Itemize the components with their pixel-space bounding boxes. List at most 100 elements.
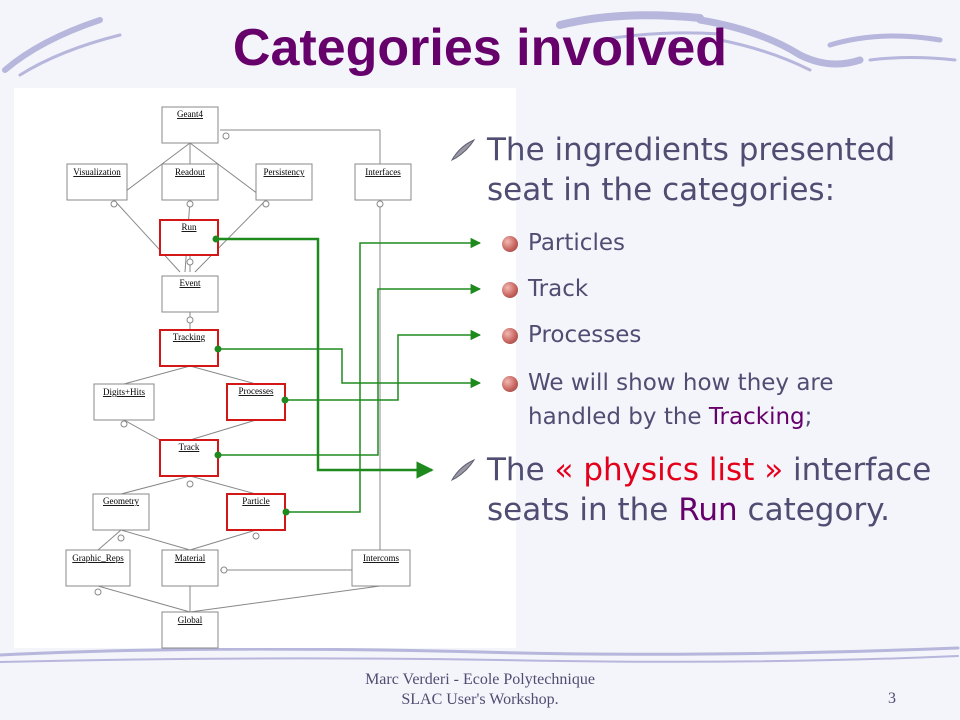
category-label-geometry: Geometry [103,496,139,506]
slide-number: 3 [888,690,896,707]
connector-node [220,566,228,574]
category-label-graphic-reps: Graphic_Reps [72,553,124,563]
connector-dot [281,396,289,404]
highlight-run: Run [678,492,738,528]
category-box-visualization [66,163,128,201]
sub-bullet-text: We will show how they are handled by the… [528,370,834,430]
category-box-run [159,219,219,256]
dependency-line [194,199,267,273]
sub-bullet-tracking: We will show how they are handled by the… [502,366,922,434]
decor-swoosh [556,11,704,29]
bullet-ingredients: The ingredients presented seat in the ca… [450,130,940,210]
dependency-line [189,365,257,385]
sub-bullet-particles: Particles [502,226,922,260]
category-label-material: Material [175,553,206,563]
category-label-interfaces: Interfaces [365,167,401,177]
category-label-processes: Processes [239,386,274,396]
decor-swoosh [827,33,943,48]
connector-node [186,316,194,324]
sub-bullet-text: Particles [528,230,625,256]
sphere-bullet-icon [502,376,518,392]
category-box-global [161,611,219,649]
sub-bullet-text: Processes [528,322,642,348]
slide-title: Categories involved [232,19,728,77]
category-label-geant4: Geant4 [177,109,203,119]
sphere-bullet-icon [502,328,518,344]
dependency-line [189,585,381,613]
category-label-intercoms: Intercoms [363,553,399,563]
quill-bullet-icon [450,138,476,162]
connector-processes-to-processes [285,329,482,401]
category-box-digits-hits [93,383,155,421]
decor-swoosh [0,646,960,657]
highlight-physics-list: « physics list » [554,452,784,488]
connector-node [376,200,384,208]
bullet-text: The « physics list » interface seats in … [487,452,932,528]
category-box-persistency [255,163,313,201]
connector-node [94,588,102,596]
connector-particle-to-particles [286,237,482,513]
dependency-line [97,585,191,613]
decor-swoosh [2,17,103,73]
dependency-line [120,529,191,551]
category-label-particle: Particle [242,496,270,506]
dependency-line [189,419,257,441]
highlight-tracking: Tracking [708,404,805,430]
connector-dot [214,451,222,459]
category-label-readout: Readout [175,167,205,177]
sub-bullet-text: Track [528,276,589,302]
decor-swoosh [598,31,722,42]
connector-node [110,200,118,208]
connector-node [262,200,270,208]
category-label-digits-hits: Digits+Hits [103,387,146,397]
bullet-physics-list: The « physics list » interface seats in … [450,450,940,530]
category-label-visualization: Visualization [73,167,121,177]
decor-swoosh [0,655,959,663]
dependency-line [97,529,122,551]
connector-run-to-physics-list [216,237,434,479]
bullet-text: The ingredients presented seat in the ca… [487,132,896,208]
sub-bullet-processes: Processes [502,318,922,352]
category-box-geant4 [161,106,219,144]
connector-node [222,132,230,140]
connector-node [186,480,194,488]
category-box-tracking [159,329,219,367]
category-box-readout [161,163,219,201]
category-box-track [159,439,219,477]
category-label-global: Global [178,615,203,625]
connector-node [186,200,194,208]
connector-track-to-track [218,283,482,456]
decor-swoosh [18,33,122,77]
connector-node [186,258,194,266]
dependency-line [189,142,267,201]
dependency-line [123,419,161,441]
footer-event: SLAC User's Workshop. [401,691,559,708]
connector-dot [282,508,290,516]
sub-bullet-track: Track [502,272,922,306]
category-box-geometry [92,493,150,531]
footer-author: Marc Verderi - Ecole Polytechnique [365,671,595,688]
category-box-intercoms [351,549,411,587]
decor-swoosh [868,56,957,62]
connector-node [117,534,125,542]
category-label-event: Event [180,278,201,288]
dependency-line [189,529,257,551]
category-box-graphic-reps [65,549,131,587]
category-label-run: Run [181,222,197,232]
sphere-bullet-icon [502,236,518,252]
dependency-line [120,475,191,495]
category-box-material [161,549,219,587]
decor-swoosh [696,16,864,68]
connector-node [252,532,260,540]
category-label-track: Track [179,442,200,452]
connector-dot [212,235,220,243]
connector-node [120,420,128,428]
category-label-persistency: Persistency [264,167,305,177]
category-label-tracking: Tracking [173,332,206,342]
connector-tracking-to-tracking-bullet [218,348,482,389]
connector-dot [214,345,222,353]
slide-footer: Marc Verderi - Ecole Polytechnique SLAC … [300,670,660,710]
quill-bullet-icon [450,458,476,482]
sphere-bullet-icon [502,282,518,298]
